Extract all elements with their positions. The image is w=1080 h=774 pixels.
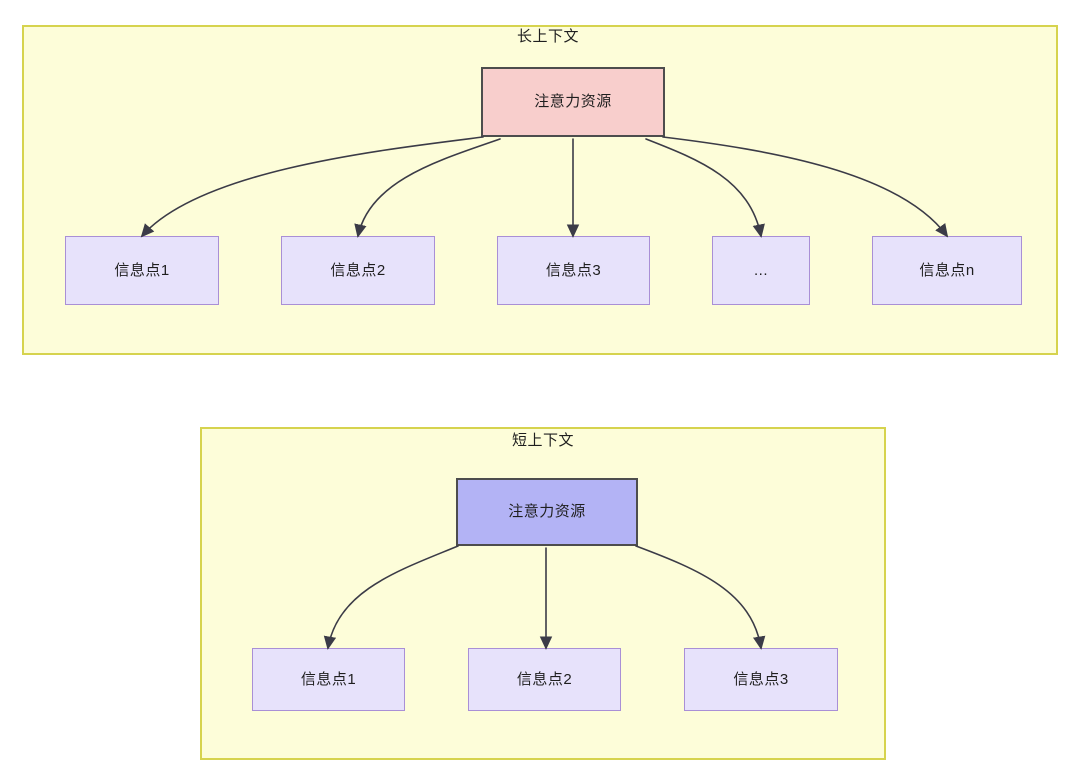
node-info-point-2-long[interactable]: 信息点2 xyxy=(281,236,435,305)
group-title-long-context: 长上下文 xyxy=(516,28,579,45)
node-info-point-1-short[interactable]: 信息点1 xyxy=(252,648,405,711)
group-title-short-context: 短上下文 xyxy=(511,432,574,449)
node-info-point-1-long[interactable]: 信息点1 xyxy=(65,236,219,305)
node-info-point-3-short[interactable]: 信息点3 xyxy=(684,648,838,711)
node-info-point-ellipsis-long[interactable]: ... xyxy=(712,236,810,305)
node-attention-resource-long[interactable]: 注意力资源 xyxy=(481,67,665,137)
node-info-point-3-long[interactable]: 信息点3 xyxy=(497,236,650,305)
node-attention-resource-short[interactable]: 注意力资源 xyxy=(456,478,638,546)
node-info-point-n-long[interactable]: 信息点n xyxy=(872,236,1022,305)
node-info-point-2-short[interactable]: 信息点2 xyxy=(468,648,621,711)
